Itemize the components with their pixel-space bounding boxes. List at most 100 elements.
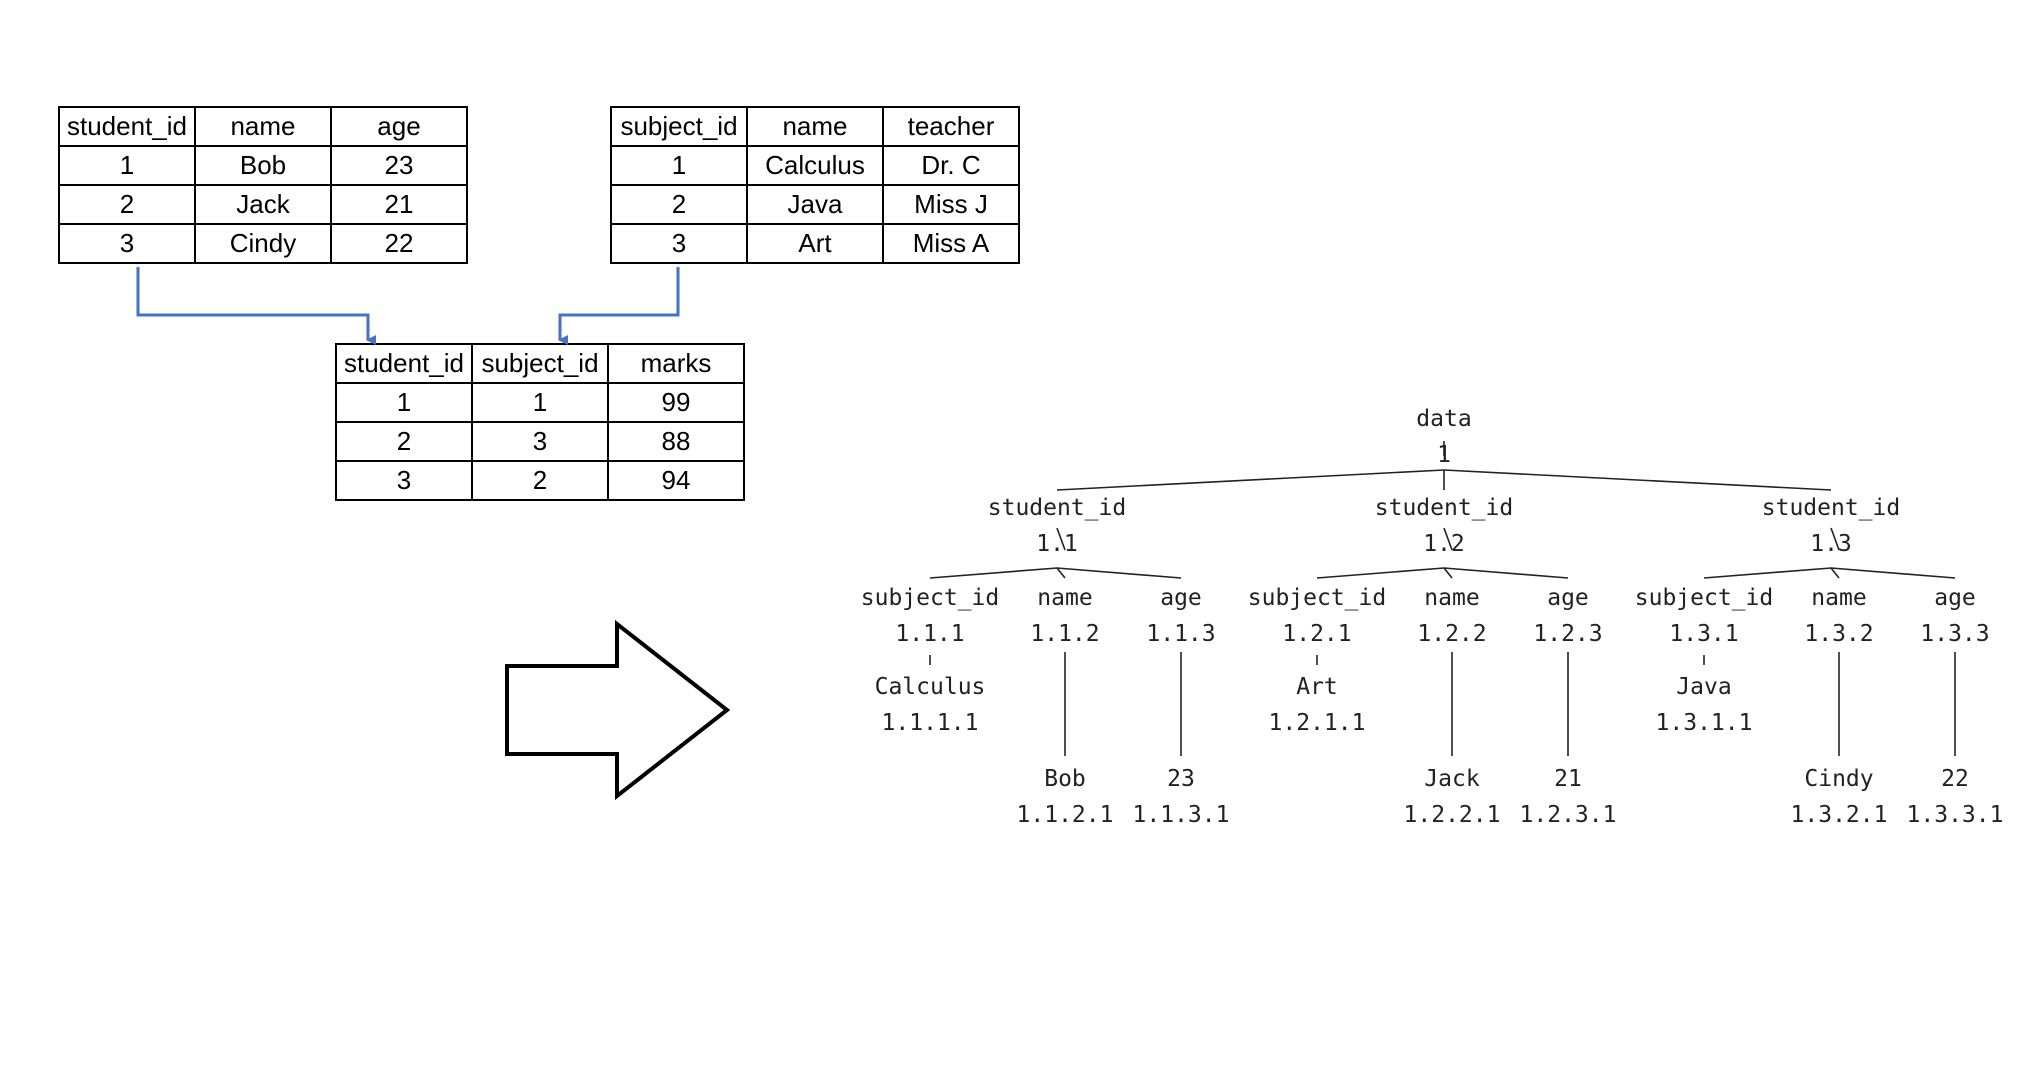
table-cell: 99 bbox=[607, 382, 745, 423]
foreign-key-connector-subject bbox=[558, 267, 680, 345]
tree-age-node-label: age bbox=[1934, 585, 1976, 611]
tree-edge bbox=[1830, 567, 1840, 579]
table-cell: 3 bbox=[335, 460, 473, 501]
tree-student-node-label: student_id bbox=[1375, 495, 1513, 521]
table-row: 3 2 94 bbox=[335, 460, 745, 501]
table-cell: 1 bbox=[471, 382, 609, 423]
tree-edge bbox=[1056, 567, 1066, 579]
table-row: 1 Calculus Dr. C bbox=[610, 145, 1020, 186]
table-cell: 1 bbox=[335, 382, 473, 423]
table-cell: Cindy bbox=[194, 223, 332, 264]
tree-name-node-id: 1.1.2 bbox=[1030, 621, 1099, 647]
tree-edge bbox=[1830, 567, 1956, 579]
tree-edge bbox=[1443, 567, 1453, 579]
foreign-key-connector-student bbox=[136, 267, 376, 345]
table-cell: Miss A bbox=[882, 223, 1020, 264]
tree-value-node-label: Jack bbox=[1424, 766, 1480, 792]
column-header: name bbox=[194, 106, 332, 147]
table-cell: 2 bbox=[610, 184, 748, 225]
tree-student-node-id: 1.3 bbox=[1810, 531, 1852, 557]
tree-value-node-label: Art bbox=[1296, 674, 1338, 700]
column-header: name bbox=[746, 106, 884, 147]
tree-stem bbox=[1443, 527, 1453, 551]
table-row: 3 Cindy 22 bbox=[58, 223, 468, 264]
table-cell: Jack bbox=[194, 184, 332, 225]
tree-age-node-label: age bbox=[1160, 585, 1202, 611]
table-cell: Java bbox=[746, 184, 884, 225]
tree-value-node-id: 1.2.3.1 bbox=[1520, 802, 1617, 828]
tree-subject-node-id: 1.2.1 bbox=[1282, 621, 1351, 647]
tree-edge bbox=[1703, 567, 1832, 579]
table-cell: Miss J bbox=[882, 184, 1020, 225]
table-row: 1 1 99 bbox=[335, 382, 745, 423]
tree-diagram: data1student_id1.1subject_id1.1.1Calculu… bbox=[861, 406, 2004, 828]
table-header-row: subject_id name teacher bbox=[610, 106, 1020, 147]
tree-age-node-id: 1.3.3 bbox=[1920, 621, 1989, 647]
tree-edge bbox=[1443, 469, 1832, 491]
table-row: 2 Java Miss J bbox=[610, 184, 1020, 225]
tree-student-node-id: 1.1 bbox=[1036, 531, 1078, 557]
table-cell: Bob bbox=[194, 145, 332, 186]
column-header: subject_id bbox=[610, 106, 748, 147]
tree-value-node-label: Calculus bbox=[875, 674, 986, 700]
tree-edge bbox=[1443, 567, 1569, 579]
table-cell: 21 bbox=[330, 184, 468, 225]
table-row: 2 Jack 21 bbox=[58, 184, 468, 225]
tree-value-node-label: Java bbox=[1676, 674, 1731, 700]
tree-name-node-label: name bbox=[1811, 585, 1866, 611]
tree-name-node-id: 1.2.2 bbox=[1417, 621, 1486, 647]
tree-subject-node-label: subject_id bbox=[1635, 585, 1773, 611]
tree-value-node-id: 1.1.2.1 bbox=[1017, 802, 1114, 828]
tree-age-node-id: 1.2.3 bbox=[1533, 621, 1602, 647]
table-row: 1 Bob 23 bbox=[58, 145, 468, 186]
tree-student-node-id: 1.2 bbox=[1423, 531, 1465, 557]
tree-stem bbox=[1056, 527, 1066, 551]
table-header-row: student_id subject_id marks bbox=[335, 343, 745, 384]
transform-arrow-icon bbox=[505, 619, 731, 801]
table-cell: Dr. C bbox=[882, 145, 1020, 186]
table-cell: 1 bbox=[58, 145, 196, 186]
table-header-row: student_id name age bbox=[58, 106, 468, 147]
tree-edge bbox=[1056, 567, 1182, 579]
column-header: student_id bbox=[58, 106, 196, 147]
table-cell: 94 bbox=[607, 460, 745, 501]
column-header: subject_id bbox=[471, 343, 609, 384]
tree-value-node-id: 1.1.3.1 bbox=[1133, 802, 1230, 828]
table-cell: 2 bbox=[471, 460, 609, 501]
tree-subject-node-label: subject_id bbox=[1248, 585, 1386, 611]
column-header: student_id bbox=[335, 343, 473, 384]
tree-value-node-label: Bob bbox=[1044, 766, 1086, 792]
tree-value-node-id: 1.3.3.1 bbox=[1907, 802, 2004, 828]
column-header: teacher bbox=[882, 106, 1020, 147]
table-cell: 23 bbox=[330, 145, 468, 186]
tree-age-node-id: 1.1.3 bbox=[1146, 621, 1215, 647]
table-cell: 88 bbox=[607, 421, 745, 462]
tree-edge bbox=[1056, 469, 1445, 491]
tree-student-node-label: student_id bbox=[1762, 495, 1900, 521]
tree-value-node-label: 23 bbox=[1167, 766, 1195, 792]
marks-table: student_id subject_id marks 1 1 99 2 3 8… bbox=[335, 343, 745, 501]
tree-edge bbox=[1316, 567, 1445, 579]
table-cell: 22 bbox=[330, 223, 468, 264]
tree-name-node-id: 1.3.2 bbox=[1804, 621, 1873, 647]
column-header: age bbox=[330, 106, 468, 147]
table-row: 2 3 88 bbox=[335, 421, 745, 462]
subjects-table: subject_id name teacher 1 Calculus Dr. C… bbox=[610, 106, 1020, 264]
tree-root-node-label: data bbox=[1416, 406, 1471, 432]
table-cell: 3 bbox=[58, 223, 196, 264]
tree-name-node-label: name bbox=[1037, 585, 1092, 611]
tree-age-node-label: age bbox=[1547, 585, 1589, 611]
table-cell: 2 bbox=[335, 421, 473, 462]
tree-edge bbox=[929, 567, 1058, 579]
table-cell: 1 bbox=[610, 145, 748, 186]
table-cell: 3 bbox=[610, 223, 748, 264]
table-cell: Calculus bbox=[746, 145, 884, 186]
tree-value-node-id: 1.2.2.1 bbox=[1404, 802, 1501, 828]
tree-value-node-id: 1.1.1.1 bbox=[882, 710, 979, 736]
column-header: marks bbox=[607, 343, 745, 384]
tree-subject-node-label: subject_id bbox=[861, 585, 999, 611]
tree-stem bbox=[1830, 527, 1840, 551]
tree-value-node-id: 1.3.1.1 bbox=[1656, 710, 1753, 736]
table-row: 3 Art Miss A bbox=[610, 223, 1020, 264]
